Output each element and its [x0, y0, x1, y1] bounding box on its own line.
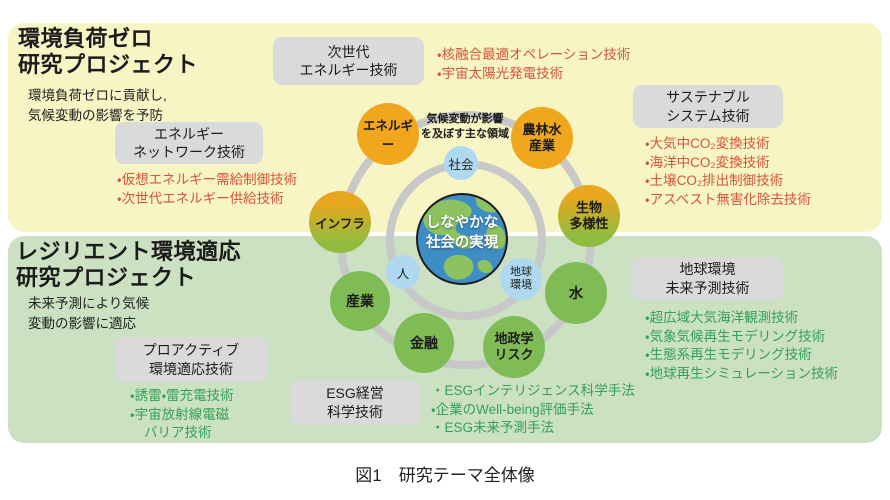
bullet-item: ・海洋中CO₂変換技術 — [645, 154, 770, 170]
techbox-esg-management: ESG経営 科学技術 — [290, 380, 420, 425]
bullet-item: ・誘雷・雷充電技術 — [130, 388, 234, 403]
project-subtitle-resilient: 未来予測により気候 変動の影響に適応 — [28, 296, 150, 332]
bullet-item: ・大気中CO₂変換技術 — [645, 136, 770, 151]
project-title-resilient: レジリエント環境適応 研究プロジェクト — [16, 239, 242, 290]
bullet-item: ・次世代エネルギー供給技術 — [117, 190, 284, 206]
bullet-item: ・宇宙太陽光発電技術 — [437, 65, 564, 81]
bullet-item: ・生態系再生モデリング技術 — [645, 347, 812, 363]
globe-icon — [416, 193, 508, 285]
bullet-item: ・土壌CO₂排出制御技術 — [645, 173, 784, 189]
circle-agriculture-forestry-fisheries: 農林水 産業 — [511, 107, 573, 169]
figure-caption: 図1 研究テーマ全体像 — [355, 466, 535, 485]
circle-finance: 金融 — [394, 313, 454, 373]
bullet-item: ・核融合最適オペレーション技術 — [437, 47, 631, 62]
circle-geopolitical-risk: 地政学 リスク — [483, 316, 545, 378]
globe-goal-label: しなやかな 社会の実現 — [425, 215, 499, 252]
circle-society: 社会 — [444, 146, 478, 180]
project-subtitle-zero: 環境負荷ゼロに貢献し, 気候変動の影響を予防 — [28, 88, 167, 124]
bullet-item: ・地球再生シミュレーション技術 — [645, 365, 839, 381]
techbox-energy-network: エネルギー ネットワーク技術 — [115, 122, 263, 164]
circle-water: 水 — [545, 262, 607, 324]
circle-earth-environment: 地球 環境 — [500, 258, 542, 300]
techbox-proactive-adaptation: プロアクティブ 環境適応技術 — [115, 337, 267, 382]
techbox-earth-future-prediction: 地球環境 未来予測技術 — [632, 257, 783, 300]
bullet-item: ・ESG未来予測手法 — [431, 420, 555, 436]
bullets-energy-network: ・仮想エネルギー需給制御技術 ・次世代エネルギー供給技術 — [117, 171, 297, 208]
techbox-next-gen-energy: 次世代 エネルギー技術 — [273, 37, 424, 85]
bullet-item-continuation: バリア技術 — [144, 425, 212, 441]
bullets-esg-management: ・ESGインテリジェンス科学手法 ・企業のWell-being評価手法 ・ESG… — [431, 382, 635, 438]
bullet-item: ・気象気候再生モデリング技術 — [645, 328, 826, 344]
circle-human: 人 — [386, 255, 420, 289]
bullet-item: ・宇宙放射線電磁 — [130, 406, 230, 422]
project-title-zero: 環境負荷ゼロ 研究プロジェクト — [18, 26, 199, 77]
circle-industry: 産業 — [330, 271, 390, 331]
bullet-item: ・ESGインテリジェンス科学手法 — [431, 383, 635, 398]
bullet-item: ・企業のWell-being評価手法 — [431, 401, 594, 417]
bullet-item: ・アスベスト無害化除去技術 — [645, 191, 811, 207]
bullets-sustainable-system: ・大気中CO₂変換技術 ・海洋中CO₂変換技術 ・土壌CO₂排出制御技術 ・アス… — [645, 135, 811, 210]
circle-biodiversity: 生物 多様性 — [558, 185, 620, 247]
circle-infrastructure: インフラ — [309, 191, 371, 253]
bullet-item: ・仮想エネルギー需給制御技術 — [117, 172, 298, 187]
bullets-earth-future-prediction: ・超広域大気海洋観測技術 ・気象気候再生モデリング技術 ・生態系再生モデリング技… — [645, 309, 838, 384]
techbox-sustainable-system: サステナブル システム技術 — [633, 85, 783, 128]
bullets-proactive-adaptation: ・誘雷・雷充電技術 ・宇宙放射線電磁 バリア技術 — [130, 387, 234, 443]
ring-note-climate-impact-domains: 気候変動が影響 を及ぼす主な領域 — [421, 113, 509, 140]
circle-energy: エネルギー — [357, 103, 419, 165]
bullets-next-gen-energy: ・核融合最適オペレーション技術 ・宇宙太陽光発電技術 — [437, 46, 630, 83]
bullet-item: ・超広域大気海洋観測技術 — [645, 310, 799, 325]
